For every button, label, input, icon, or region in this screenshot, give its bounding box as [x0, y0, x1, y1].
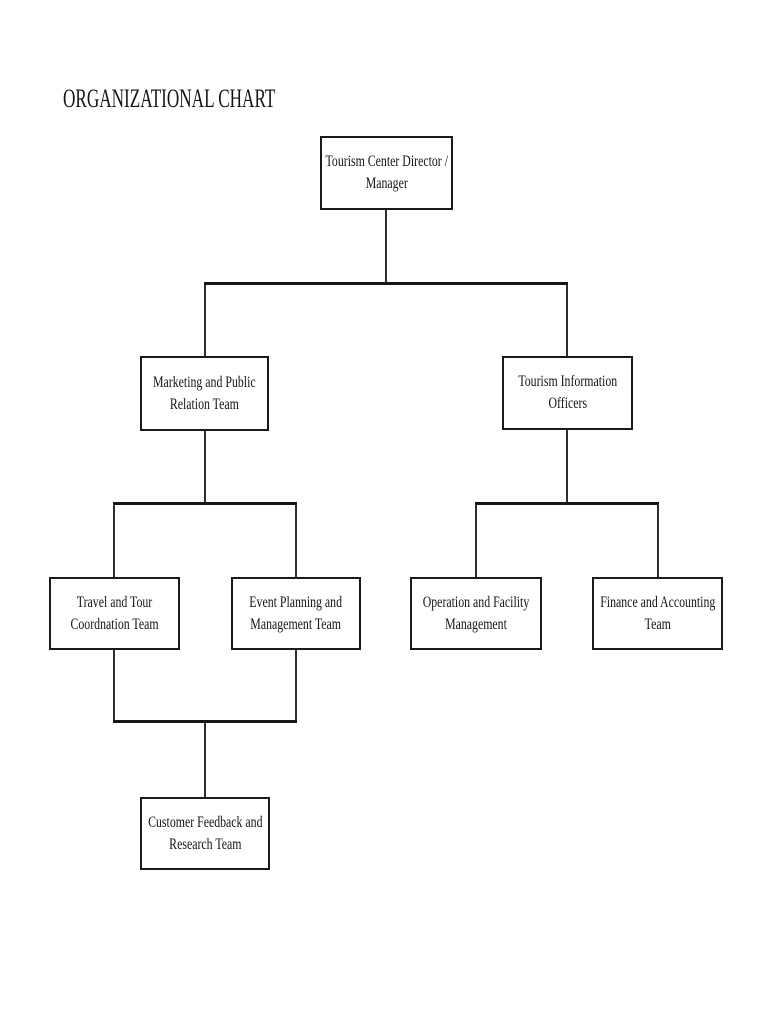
- connector-line: [113, 720, 297, 723]
- connector-line: [113, 650, 115, 720]
- connector-line: [295, 505, 297, 577]
- page-title: ORGANIZATIONAL CHART: [63, 84, 276, 113]
- node-label: Travel and Tour Coordnation Team: [70, 593, 159, 633]
- node-label: Event Planning and Management Team: [249, 593, 343, 633]
- node-label: Customer Feedback and Research Team: [147, 813, 263, 853]
- org-node-finance-accounting: Finance and Accounting Team: [592, 577, 723, 650]
- org-node-tourism-information: Tourism Information Officers: [502, 356, 633, 430]
- connector-line: [657, 505, 659, 577]
- connector-line: [295, 650, 297, 720]
- connector-line: [204, 723, 206, 797]
- node-label: Operation and Facility Management: [422, 593, 530, 633]
- node-label: Tourism Information Officers: [518, 373, 617, 412]
- org-node-customer-feedback: Customer Feedback and Research Team: [140, 797, 270, 870]
- org-node-director: Tourism Center Director / Manager: [320, 136, 453, 210]
- connector-line: [566, 430, 568, 502]
- org-node-operation-facility: Operation and Facility Management: [410, 577, 542, 650]
- connector-line: [204, 282, 568, 285]
- connector-line: [204, 285, 206, 356]
- connector-line: [475, 502, 659, 505]
- node-label: Finance and Accounting Team: [599, 593, 716, 633]
- connector-line: [113, 505, 115, 577]
- connector-line: [204, 431, 206, 502]
- org-node-travel-tour: Travel and Tour Coordnation Team: [49, 577, 180, 650]
- org-node-event-planning: Event Planning and Management Team: [231, 577, 361, 650]
- connector-line: [475, 505, 477, 577]
- connector-line: [385, 210, 387, 283]
- node-label: Tourism Center Director / Manager: [325, 153, 448, 192]
- org-node-marketing: Marketing and Public Relation Team: [140, 356, 269, 431]
- connector-line: [113, 502, 297, 505]
- connector-line: [566, 285, 568, 356]
- node-label: Marketing and Public Relation Team: [153, 373, 256, 413]
